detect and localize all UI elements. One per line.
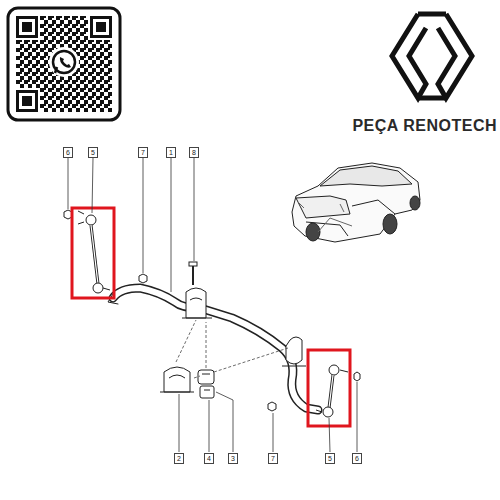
callout-number: 1 <box>166 147 176 158</box>
leader-lines <box>68 158 357 452</box>
callout-number: 3 <box>228 453 238 464</box>
car-illustration <box>292 163 420 242</box>
callout-number: 5 <box>88 147 98 158</box>
qr-code <box>8 8 120 120</box>
callout-number: 7 <box>138 147 148 158</box>
bar-bushings <box>182 288 306 366</box>
callout-number: 6 <box>63 147 73 158</box>
stabilizer-bar <box>108 288 318 410</box>
callout-number: 2 <box>174 453 184 464</box>
callout-number: 4 <box>204 453 214 464</box>
highlight-frames <box>72 208 350 426</box>
callout-number: 5 <box>325 453 335 464</box>
exploded-parts <box>160 367 214 398</box>
brand-name: PEÇA RENOTECH <box>352 117 497 135</box>
callout-number: 8 <box>189 147 199 158</box>
dashed-guides <box>176 320 288 378</box>
callout-number: 6 <box>352 453 362 464</box>
renault-logo <box>392 14 472 98</box>
nuts <box>64 210 360 411</box>
callout-number: 7 <box>268 453 278 464</box>
bolt <box>189 262 197 285</box>
